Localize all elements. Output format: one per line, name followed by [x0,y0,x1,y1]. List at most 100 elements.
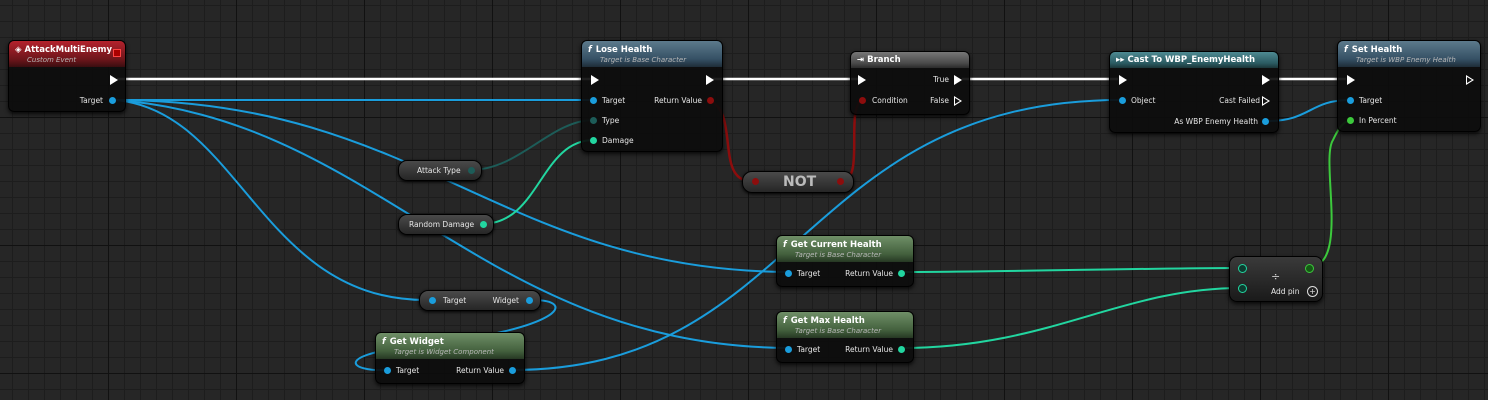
pin-label-return: Return Value [845,345,893,354]
function-icon: f [783,240,787,250]
pin-label-object: Object [1131,96,1156,105]
node-header: ⇥ Branch [851,52,969,68]
node-branch[interactable]: ⇥ Branch True Condition False [850,51,970,115]
pin-label-target: Target [797,269,821,278]
target-in-pin[interactable] [384,367,391,374]
pin-label-cast-failed: Cast Failed [1219,96,1260,105]
return-out-pin[interactable] [898,346,905,353]
function-icon: f [588,45,592,55]
pin-label-false: False [930,96,949,105]
target-in-pin[interactable] [785,270,792,277]
node-header: ▸▸ Cast To WBP_EnemyHealth [1110,52,1278,68]
pin-label-target: Target [443,296,467,305]
as-out-pin[interactable] [1262,118,1269,125]
event-diamond-icon: ◈ [15,45,25,55]
a-in-pin[interactable] [1238,264,1247,273]
object-in-pin[interactable] [1119,97,1126,104]
node-widget-getter[interactable]: Target Widget [419,290,541,311]
pin-label-target: Target [396,366,420,375]
target-in-pin[interactable] [1347,97,1354,104]
node-subtitle: Target is Base Character [600,56,687,64]
pin-label-as: As WBP Enemy Health [1174,117,1258,126]
function-icon: f [783,316,787,326]
pin-label-percent: In Percent [1359,116,1397,125]
node-header: ◈ AttackMultiEnemy Custom Event [9,41,125,67]
not-in-pin[interactable] [752,178,759,185]
false-exec-pin[interactable] [954,96,962,106]
node-subtitle: Target is Base Character [795,251,882,259]
node-not[interactable]: NOT [742,171,854,193]
variable-random-damage[interactable]: Random Damage [398,214,494,235]
result-out-pin[interactable] [1305,264,1314,273]
widget-out-pin[interactable] [526,297,533,304]
target-in-pin[interactable] [785,346,792,353]
percent-wire [1308,120,1351,268]
float-wire [481,139,595,225]
node-subtitle: Target is WBP Enemy Health [1356,56,1456,64]
type-in-pin[interactable] [590,117,597,124]
attack-type-out-pin[interactable] [468,167,475,174]
not-out-pin[interactable] [837,178,844,185]
target-in-pin[interactable] [590,97,597,104]
node-subtitle: Custom Event [27,56,77,64]
function-icon: f [1344,45,1348,55]
exec-out-pin[interactable] [706,75,714,85]
return-out-pin[interactable] [898,270,905,277]
percent-in-pin[interactable] [1347,117,1354,124]
pin-label-return: Return Value [654,96,702,105]
target-in-pin[interactable] [429,297,436,304]
exec-in-pin[interactable] [858,75,866,85]
exec-out-pin[interactable] [1466,75,1474,85]
exec-in-pin[interactable] [1119,75,1127,85]
node-divide[interactable]: ÷ Add pin + [1229,256,1323,302]
b-in-pin[interactable] [1238,284,1247,293]
variable-attack-type[interactable]: Attack Type [398,160,482,181]
target-out-pin[interactable] [109,97,116,104]
pin-label-return: Return Value [456,366,504,375]
pin-label-condition: Condition [872,96,908,105]
pin-label-target: Target [79,96,103,105]
node-subtitle: Target is Base Character [795,327,882,335]
random-damage-out-pin[interactable] [480,221,487,228]
return-out-pin[interactable] [707,97,714,104]
damage-in-pin[interactable] [590,137,597,144]
exec-out-pin[interactable] [1262,75,1270,85]
variable-label: Random Damage [409,220,475,229]
exec-in-pin[interactable] [1347,75,1355,85]
float-wire [900,267,1242,273]
node-title: Get Max Health [790,316,865,326]
pin-label-target: Target [1359,96,1383,105]
add-pin-label[interactable]: Add pin [1271,287,1300,296]
node-title: AttackMultiEnemy [24,45,113,55]
exec-out-pin[interactable] [110,75,118,85]
node-cast-to-wbp[interactable]: ▸▸ Cast To WBP_EnemyHealth Object Cast F… [1109,51,1279,133]
node-title: Lose Health [595,45,653,55]
pin-label-widget: Widget [492,296,519,305]
exec-in-pin[interactable] [591,75,599,85]
pin-label-return: Return Value [845,269,893,278]
not-label: NOT [783,174,817,190]
cast-failed-exec-pin[interactable] [1262,96,1270,106]
branch-icon: ⇥ [857,55,868,65]
add-pin-icon[interactable]: + [1307,286,1318,297]
node-attack-multi-enemy[interactable]: ◈ AttackMultiEnemy Custom Event Target [8,40,126,112]
cast-icon: ▸▸ [1116,55,1128,65]
function-icon: f [382,337,386,347]
return-out-pin[interactable] [509,367,516,374]
struct-wire [469,119,595,171]
variable-label: Attack Type [417,166,461,175]
delegate-pin-icon[interactable] [113,49,121,57]
pin-label-type: Type [602,116,620,125]
true-exec-pin[interactable] [954,75,962,85]
pin-label-target: Target [602,96,626,105]
condition-in-pin[interactable] [859,97,866,104]
